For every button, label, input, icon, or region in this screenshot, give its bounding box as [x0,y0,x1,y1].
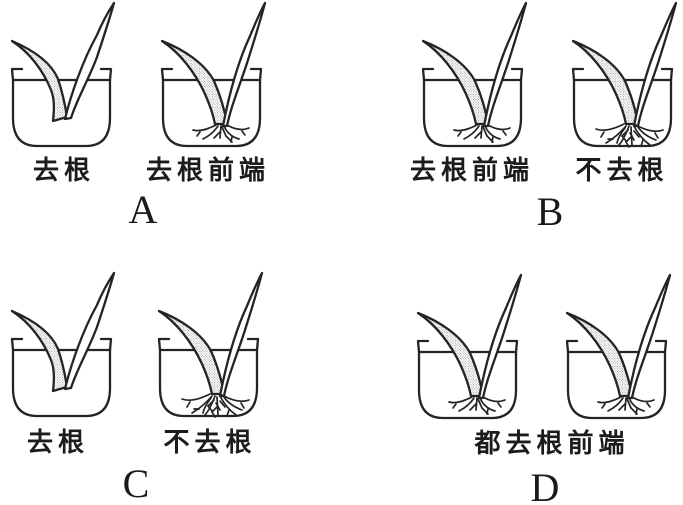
shared-treatment-label: 都去根前端 [474,429,630,458]
beaker-treatment-label: 去根前端 [409,156,535,185]
beaker-root-removed-icon [10,1,116,148]
beaker-treatment-label: 不去根 [163,428,257,457]
beaker-treatment-label: 去根前端 [145,156,271,185]
option-letter: A [128,187,158,232]
option-letter: D [530,465,560,505]
beaker-root-intact-icon [571,1,678,148]
beaker-root-tip-removed-icon [565,273,672,420]
beaker-root-removed-icon [10,271,116,418]
beaker-root-intact-icon [157,271,264,418]
beaker-treatment-label: 不去根 [575,156,669,185]
beaker-treatment-label: 去根 [32,156,96,185]
option-letter: B [536,189,564,234]
beaker-root-tip-removed-icon [421,1,528,148]
beaker-treatment-label: 去根 [26,428,90,457]
option-letter: C [122,461,150,505]
beaker-root-tip-removed-icon [416,273,523,420]
beaker-root-tip-removed-icon [160,1,267,148]
